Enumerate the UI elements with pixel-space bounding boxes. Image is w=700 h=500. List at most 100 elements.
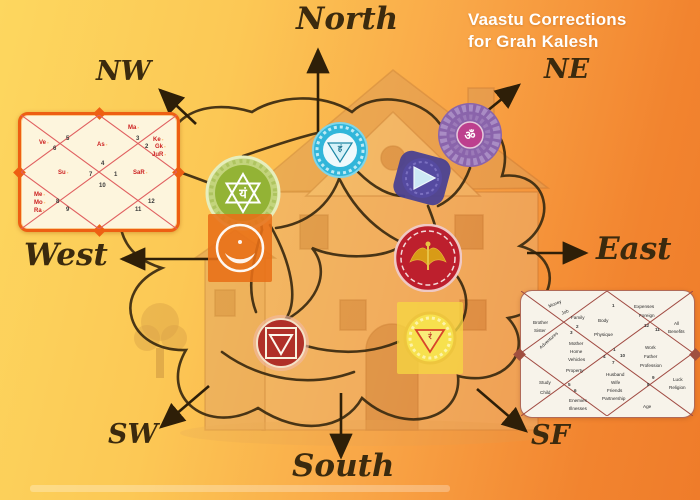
chart-label: Physique: [594, 332, 613, 337]
muladhara-root-chakra: [252, 314, 310, 372]
chart-label: 8: [647, 382, 650, 387]
chart-label: Home: [570, 349, 583, 354]
chart-label: 9: [66, 207, 70, 213]
ground-highlight: [30, 485, 450, 492]
chart-label: Sister: [534, 328, 546, 333]
chart-label: Foreign: [639, 313, 655, 318]
chart-label: 11: [655, 327, 660, 332]
chart-label: Religion: [669, 385, 686, 390]
chart-label: 1: [613, 347, 616, 352]
page-title: Vaastu Corrections for Grah Kalesh: [468, 9, 627, 53]
chart-label: Ra: [34, 208, 44, 214]
chart-label: Expenses: [634, 304, 655, 309]
chart-label: SaR: [133, 170, 147, 176]
chart-label: Luck: [673, 377, 683, 382]
chart-label: 4: [603, 354, 606, 359]
anahata-bija: यं: [238, 186, 247, 202]
chart-label: Mother: [569, 341, 584, 346]
chart-label: Partnership: [602, 396, 626, 401]
chart-label: Gk: [155, 144, 165, 150]
chart-label: Profession: [640, 363, 662, 368]
compass-label-west: West: [24, 237, 108, 273]
chart-label: 11: [135, 207, 142, 213]
chart-label: 3: [136, 136, 140, 142]
chart-label: Age: [643, 404, 652, 409]
chart-label: Su: [58, 170, 68, 176]
down-triangle-icon: [414, 329, 446, 354]
chart-label: 9: [652, 375, 655, 380]
chart-label: 12: [148, 199, 155, 205]
chart-label: All: [674, 321, 680, 326]
chart-label: 7: [612, 360, 615, 365]
chart-label: Me: [34, 192, 44, 198]
chart-label: Work: [645, 345, 656, 350]
chart-label: Ve: [39, 140, 48, 146]
chart-label: Money: [547, 298, 563, 309]
kundli-grid-lines: [521, 291, 693, 416]
compass-label-sw: SW: [108, 419, 158, 450]
chart-label: Family: [571, 315, 585, 320]
chart-label: Enemies: [569, 398, 587, 403]
kundli-grid-lines: [21, 115, 177, 229]
tree-illustration: [134, 303, 187, 378]
chart-label: 2: [145, 144, 149, 150]
title-line-1: Vaastu Corrections: [468, 10, 627, 29]
compass-label-east: East: [596, 231, 672, 267]
chart-label: Friends: [607, 388, 623, 393]
chart-label: Property: [566, 368, 584, 373]
chart-label: 5: [66, 136, 70, 142]
chart-label: 7: [89, 172, 93, 178]
crescent-moon-icon: [225, 253, 255, 264]
chart-label: Wife: [611, 380, 621, 385]
down-triangle-icon: [268, 334, 294, 356]
square-icon: [265, 327, 297, 359]
chart-label: Benefits: [668, 329, 685, 334]
garuda-eagle-emblem: [394, 224, 462, 292]
chart-label: 3: [570, 330, 573, 335]
chart-label: 6: [53, 146, 57, 152]
title-line-2: for Grah Kalesh: [468, 32, 599, 51]
hexagram-icon: [224, 172, 262, 214]
chart-label: 12: [644, 323, 650, 328]
chart-label: 10: [99, 183, 106, 189]
compass-label-south: South: [292, 448, 395, 484]
vishuddha-throat-chakra: हं: [312, 122, 368, 178]
eagle-icon: [409, 241, 447, 270]
compass-label-ne: NE: [544, 54, 590, 85]
ajna-third-eye-chakra: [392, 148, 452, 208]
sahasrara-crown-chakra: ॐ: [437, 102, 503, 168]
chart-label: Job: [560, 308, 570, 316]
chart-label: Adventures: [538, 330, 559, 350]
chart-label: Child: [540, 390, 551, 395]
chart-label: JuR: [152, 152, 165, 158]
chart-label: 4: [101, 161, 105, 167]
compass-label-sf: SF: [531, 420, 570, 451]
nw-arrow: [158, 88, 197, 125]
chart-label: Ma: [128, 125, 138, 131]
chart-label: 8: [56, 199, 60, 205]
sw-arrow: [159, 385, 210, 429]
chart-label: 10: [620, 353, 626, 358]
chart-label: Mo: [34, 200, 45, 206]
chart-label: As: [97, 142, 107, 148]
kundli-chart-west: 5Ve6AsMa3Ke2GkJuR4Su71SaR10MeMoRa891211: [13, 107, 185, 237]
chart-label: 5: [568, 382, 571, 387]
chart-label: 1: [114, 172, 118, 178]
sf-arrow: [476, 388, 528, 433]
vishuddha-bija: हं: [337, 144, 343, 153]
manipura-bija: रं: [427, 332, 432, 341]
chart-label: Illnesses: [569, 406, 587, 411]
chart-label: Father: [644, 354, 658, 359]
compass-label-north: North: [296, 1, 399, 37]
om-icon: ॐ: [465, 129, 476, 143]
chart-label: Vehicles: [568, 357, 586, 362]
chart-label: 6: [574, 388, 577, 393]
chart-label: 1: [612, 303, 615, 308]
chart-label: Study: [539, 380, 551, 385]
chart-label: 2: [576, 324, 579, 329]
triangle-icon: [413, 166, 437, 190]
compass-label-nw: NW: [96, 56, 152, 87]
down-triangle-icon: [326, 142, 354, 164]
